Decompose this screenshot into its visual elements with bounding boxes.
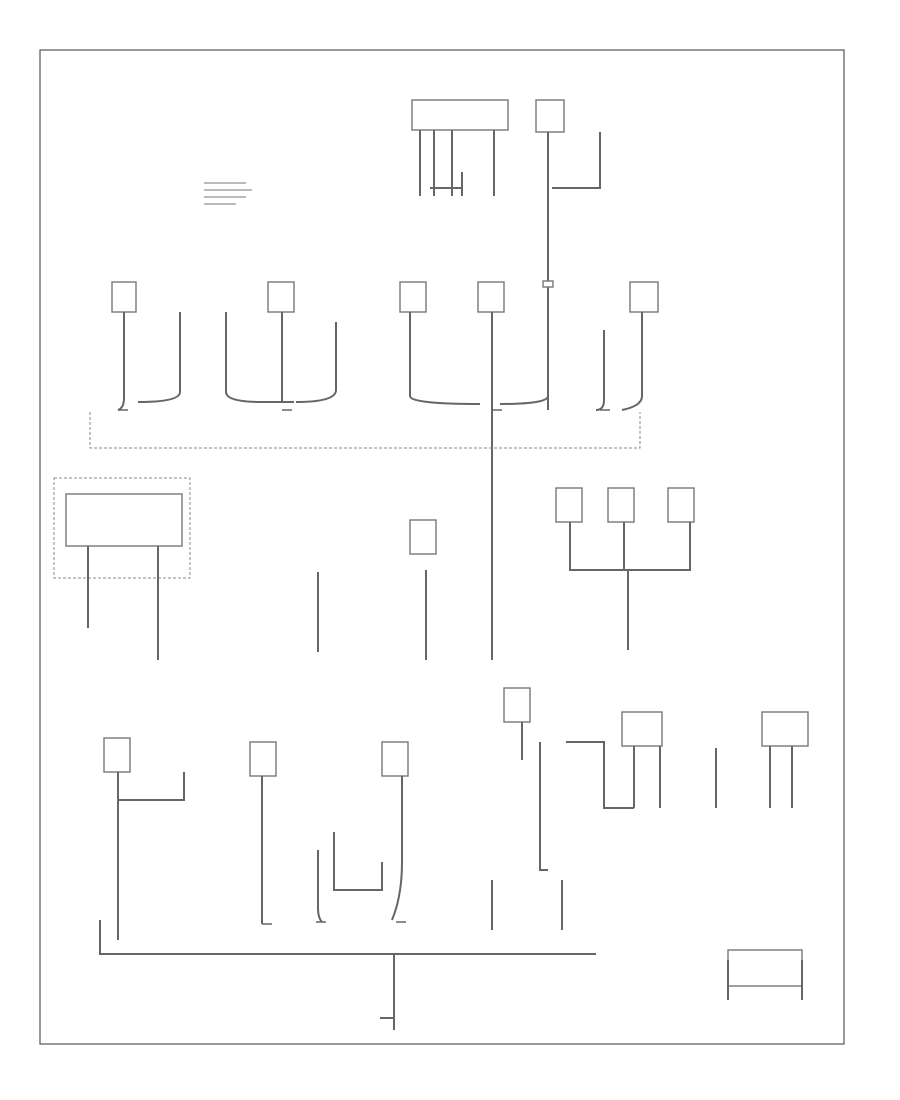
component-m3 xyxy=(607,487,635,523)
component-l3 xyxy=(381,741,409,777)
component-l2 xyxy=(249,741,277,777)
ground-bus-2 xyxy=(99,920,596,955)
middle-center xyxy=(317,519,437,660)
ground-box xyxy=(727,949,803,1000)
ground-bus-1 xyxy=(89,412,641,449)
middle-left-assembly xyxy=(53,477,191,660)
assembly-outline xyxy=(53,477,191,579)
component-m2 xyxy=(555,487,583,523)
component-u3 xyxy=(399,281,427,313)
component-top-center xyxy=(535,99,565,133)
lower-center xyxy=(491,687,563,930)
upper-components xyxy=(111,281,659,660)
ground-box-frame xyxy=(727,949,803,987)
component-l1 xyxy=(103,737,131,773)
diagram-frame xyxy=(39,49,845,1045)
component-u5 xyxy=(629,281,659,313)
component-m1 xyxy=(409,519,437,555)
component-l4 xyxy=(503,687,531,723)
component-u2 xyxy=(267,281,295,313)
ground-symbols xyxy=(118,409,610,925)
splice-top xyxy=(542,280,554,288)
component-u4 xyxy=(477,281,505,313)
connector-top-left xyxy=(411,99,509,131)
component-l5 xyxy=(621,711,663,747)
lower-right xyxy=(566,711,809,809)
middle-right xyxy=(555,487,695,650)
component-l6 xyxy=(761,711,809,747)
legend xyxy=(204,182,252,205)
component-u1 xyxy=(111,281,137,313)
top-connectors xyxy=(411,99,601,410)
component-m4 xyxy=(667,487,695,523)
lower-left xyxy=(103,737,409,940)
assembly-body xyxy=(65,493,183,547)
